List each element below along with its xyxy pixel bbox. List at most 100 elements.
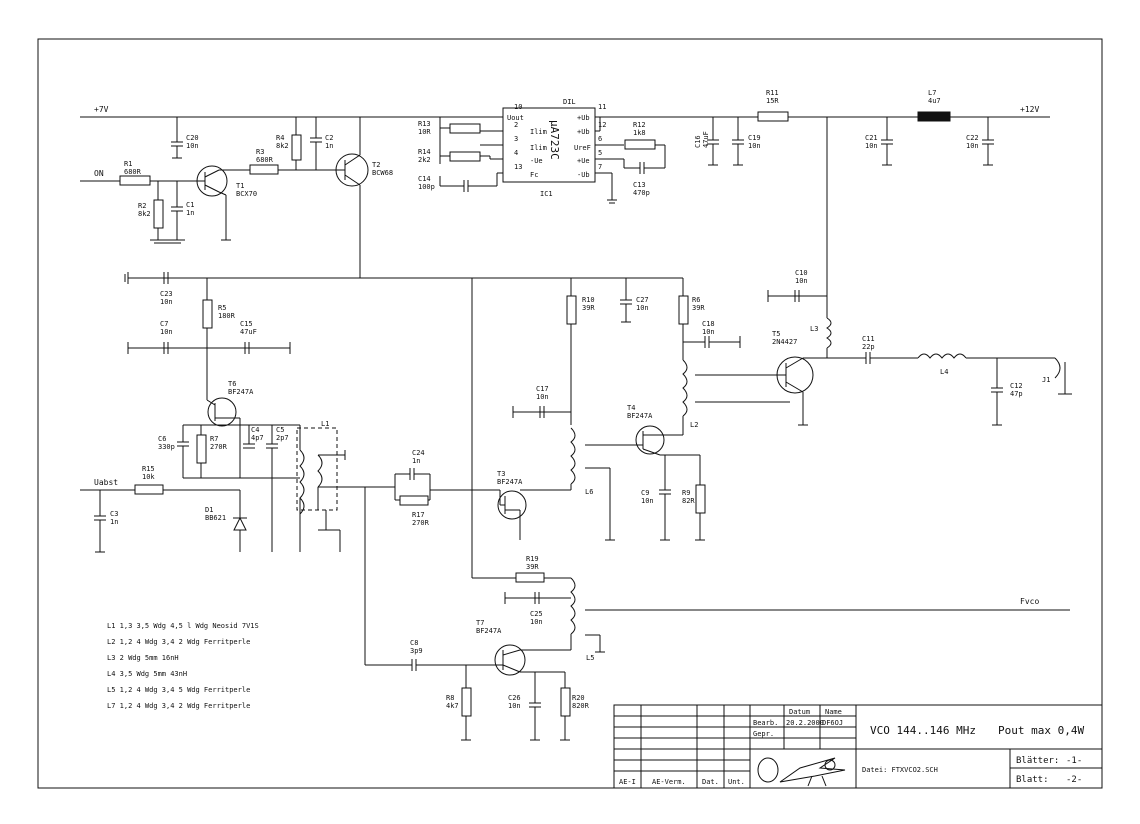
svg-text:2k2: 2k2 bbox=[418, 156, 431, 164]
svg-text:47p: 47p bbox=[1010, 390, 1023, 398]
svg-text:T2: T2 bbox=[372, 161, 380, 169]
svg-text:T7: T7 bbox=[476, 619, 484, 627]
svg-text:3: 3 bbox=[514, 135, 518, 143]
supply-rails: +7V +12V bbox=[80, 105, 1050, 118]
svg-text:R5: R5 bbox=[218, 304, 226, 312]
switch-stage: ON R1 680R R2 8k2 C1 1n T1 BCX70 R bbox=[80, 117, 393, 278]
svg-text:47uF: 47uF bbox=[702, 131, 710, 148]
svg-text:C12: C12 bbox=[1010, 382, 1023, 390]
svg-text:10R: 10R bbox=[418, 128, 431, 136]
svg-text:R14: R14 bbox=[418, 148, 431, 156]
col-dat: Dat. bbox=[702, 778, 719, 786]
svg-text:C4: C4 bbox=[251, 426, 259, 434]
svg-text:R20: R20 bbox=[572, 694, 585, 702]
col-name: Name bbox=[825, 708, 842, 716]
svg-text:R19: R19 bbox=[526, 555, 539, 563]
svg-text:C5: C5 bbox=[276, 426, 284, 434]
svg-text:10n: 10n bbox=[795, 277, 808, 285]
svg-text:10n: 10n bbox=[508, 702, 521, 710]
plus12v-filter: C16 47uF C19 10n R11 15R C21 10n L7 4u7 … bbox=[694, 89, 994, 318]
svg-text:R9: R9 bbox=[682, 489, 690, 497]
coil-note-l5: L5 1,2 4 Wdg 3,4 5 Wdg Ferritperle bbox=[107, 686, 250, 694]
svg-text:1n: 1n bbox=[110, 518, 118, 526]
sheet-border bbox=[37, 38, 1103, 789]
svg-text:-Ub: -Ub bbox=[577, 171, 590, 179]
svg-text:BCW68: BCW68 bbox=[372, 169, 393, 177]
svg-text:R2: R2 bbox=[138, 202, 146, 210]
svg-text:BF247A: BF247A bbox=[476, 627, 502, 635]
oscillator-supply: C23 10n R5 180R C7 10n C15 47uF R10 39R … bbox=[124, 272, 741, 578]
col-ae-i: AE-I bbox=[619, 778, 636, 786]
svg-text:180R: 180R bbox=[218, 312, 236, 320]
svg-text:R3: R3 bbox=[256, 148, 264, 156]
blatt-label: Blatt: bbox=[1016, 775, 1049, 785]
title-block: Datum Name Bearb. 20.2.2000 DF6OJ Gepr. … bbox=[613, 704, 1103, 789]
svg-text:C15: C15 bbox=[240, 320, 253, 328]
svg-text:1k8: 1k8 bbox=[633, 129, 646, 137]
svg-text:C8: C8 bbox=[410, 639, 418, 647]
driver-stage: T4 BF247A C9 10n R9 82R L2 T5 2N4427 bbox=[600, 269, 1072, 541]
svg-text:C14: C14 bbox=[418, 175, 431, 183]
svg-text:5: 5 bbox=[598, 149, 602, 157]
svg-text:11: 11 bbox=[598, 103, 606, 111]
svg-text:C26: C26 bbox=[508, 694, 521, 702]
svg-text:R8: R8 bbox=[446, 694, 454, 702]
bearb-datum: 20.2.2000 bbox=[786, 719, 824, 727]
svg-text:T3: T3 bbox=[497, 470, 505, 478]
svg-text:C2: C2 bbox=[325, 134, 333, 142]
svg-text:330p: 330p bbox=[158, 443, 175, 451]
svg-text:470p: 470p bbox=[633, 189, 650, 197]
net-label-fvco: Fvco bbox=[1020, 597, 1039, 606]
svg-text:BF247A: BF247A bbox=[228, 388, 254, 396]
svg-text:R10: R10 bbox=[582, 296, 595, 304]
blaetter-label: Blätter: bbox=[1016, 756, 1059, 766]
svg-text:47uF: 47uF bbox=[240, 328, 257, 336]
svg-text:C22: C22 bbox=[966, 134, 979, 142]
svg-text:BF247A: BF247A bbox=[497, 478, 523, 486]
svg-text:T5: T5 bbox=[772, 330, 780, 338]
svg-text:Ilim: Ilim bbox=[530, 128, 547, 136]
svg-text:10k: 10k bbox=[142, 473, 155, 481]
svg-text:Uout: Uout bbox=[507, 114, 524, 122]
svg-text:C9: C9 bbox=[641, 489, 649, 497]
svg-text:10n: 10n bbox=[641, 497, 654, 505]
svg-text:R1: R1 bbox=[124, 160, 132, 168]
svg-text:4: 4 bbox=[514, 149, 518, 157]
bearb-name: DF6OJ bbox=[822, 719, 843, 727]
svg-text:R17: R17 bbox=[412, 511, 425, 519]
svg-text:4k7: 4k7 bbox=[446, 702, 459, 710]
svg-text:D1: D1 bbox=[205, 506, 213, 514]
svg-text:C16: C16 bbox=[694, 135, 702, 148]
coil-note-l2: L2 1,2 4 Wdg 3,4 2 Wdg Ferritperle bbox=[107, 638, 250, 646]
row-bearb: Bearb. bbox=[753, 719, 778, 727]
drawing-title: VCO 144..146 MHz bbox=[870, 724, 976, 737]
coil-note-l4: L4 3,5 Wdg 5mm 43nH bbox=[107, 670, 187, 678]
net-label-uabst: Uabst bbox=[94, 478, 118, 487]
svg-text:4p7: 4p7 bbox=[251, 434, 264, 442]
coil-note-l7: L7 1,2 4 Wdg 3,4 2 Wdg Ferritperle bbox=[107, 702, 250, 710]
svg-text:R11: R11 bbox=[766, 89, 779, 97]
svg-text:10n: 10n bbox=[160, 328, 173, 336]
svg-text:1n: 1n bbox=[412, 457, 420, 465]
svg-text:820R: 820R bbox=[572, 702, 590, 710]
svg-text:C10: C10 bbox=[795, 269, 808, 277]
svg-text:R15: R15 bbox=[142, 465, 155, 473]
svg-text:R6: R6 bbox=[692, 296, 700, 304]
svg-text:T4: T4 bbox=[627, 404, 635, 412]
svg-text:100p: 100p bbox=[418, 183, 435, 191]
svg-text:UreF: UreF bbox=[574, 144, 591, 152]
svg-text:C11: C11 bbox=[862, 335, 875, 343]
svg-text:10n: 10n bbox=[748, 142, 761, 150]
svg-text:C13: C13 bbox=[633, 181, 646, 189]
svg-text:4u7: 4u7 bbox=[928, 97, 941, 105]
svg-text:2N4427: 2N4427 bbox=[772, 338, 797, 346]
coil-note-l3: L3 2 Wdg 5mm 16nH bbox=[107, 654, 179, 662]
svg-text:C27: C27 bbox=[636, 296, 649, 304]
svg-text:10n: 10n bbox=[865, 142, 878, 150]
svg-text:270R: 270R bbox=[210, 443, 228, 451]
svg-text:270R: 270R bbox=[412, 519, 430, 527]
svg-text:L2: L2 bbox=[690, 421, 698, 429]
svg-text:T1: T1 bbox=[236, 182, 244, 190]
